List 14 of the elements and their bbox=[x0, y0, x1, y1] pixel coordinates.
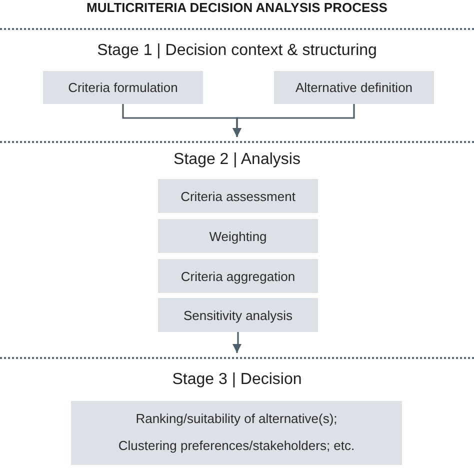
arrow bbox=[232, 102, 355, 137]
stage-band bbox=[0, 357, 474, 465]
process-box: Weighting bbox=[158, 219, 318, 253]
process-box: Criteria aggregation bbox=[158, 259, 318, 293]
process-box: Sensitivity analysis bbox=[158, 298, 318, 332]
process-box: Criteria formulation bbox=[43, 71, 203, 104]
arrow bbox=[232, 330, 242, 353]
diagram-title: MULTICRITERIA DECISION ANALYSIS PROCESS bbox=[86, 0, 388, 15]
process-box: Alternative definition bbox=[274, 71, 434, 104]
process-box: Criteria assessment bbox=[158, 179, 318, 213]
stage-heading: Stage 2 | Analysis bbox=[174, 151, 300, 168]
stage-heading: Stage 3 | Decision bbox=[172, 371, 302, 388]
stage-heading: Stage 1 | Decision context & structuring bbox=[97, 42, 377, 59]
process-box: Ranking/suitability of alternative(s); Clustering preferences/stakeholders; etc. bbox=[71, 401, 402, 465]
